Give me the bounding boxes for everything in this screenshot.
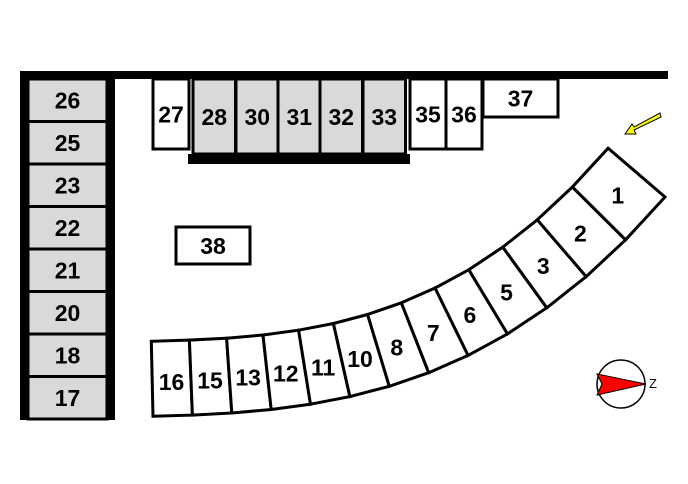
left-wall	[20, 71, 28, 420]
parking-space-26: 26	[26, 77, 109, 123]
space-label: 26	[55, 88, 81, 114]
parking-space-10: 10	[331, 312, 392, 399]
space-label: 20	[55, 300, 81, 326]
space-label: 35	[415, 101, 441, 127]
space-label: 38	[200, 233, 226, 259]
space-label: 25	[55, 130, 81, 156]
parking-space-20: 20	[26, 290, 109, 336]
space-label: 36	[451, 101, 477, 127]
space-label: 11	[311, 354, 336, 380]
entrance-arrow-icon	[624, 112, 662, 135]
parking-space-38: 38	[174, 225, 252, 266]
compass-label: Z	[649, 376, 657, 391]
parking-space-12: 12	[261, 328, 313, 412]
space-label: 18	[55, 343, 81, 369]
space-label: 5	[500, 280, 513, 306]
parking-space-30: 30	[234, 77, 280, 156]
parking-space-21: 21	[26, 247, 109, 293]
parking-space-28: 28	[191, 77, 237, 156]
parking-space-13: 13	[225, 333, 273, 415]
space-label: 12	[273, 360, 299, 386]
parking-space-23: 23	[26, 162, 109, 208]
space-label: 30	[244, 104, 270, 130]
parking-space-15: 15	[187, 336, 234, 417]
space-label: 7	[427, 320, 440, 346]
space-label: 10	[347, 346, 373, 372]
parking-space-32: 32	[318, 77, 364, 156]
space-label: 13	[235, 365, 261, 391]
space-label: 27	[158, 101, 184, 127]
parking-space-33: 33	[361, 77, 407, 156]
parking-space-37: 37	[481, 77, 560, 119]
parking-space-27: 27	[151, 77, 191, 151]
center-parking-space: 38	[174, 225, 252, 266]
parking-space-1: 1	[570, 146, 668, 242]
parking-space-31: 31	[276, 77, 322, 156]
parking-space-35: 35	[408, 77, 448, 151]
space-label: 37	[508, 85, 534, 111]
space-label: 16	[159, 369, 185, 395]
parking-space-36: 36	[444, 77, 484, 151]
parking-space-17: 17	[26, 375, 109, 421]
space-label: 22	[55, 215, 81, 241]
space-label: 21	[55, 258, 81, 284]
top-parking-row: 27 28 30 31 32 33 35 36 37	[151, 77, 560, 156]
parking-space-18: 18	[26, 332, 109, 378]
left-parking-row: 26 25 23 22 21 20 18 17	[26, 77, 109, 421]
space-label: 33	[371, 104, 397, 130]
space-label: 32	[328, 104, 354, 130]
space-label: 6	[463, 302, 476, 328]
space-label: 17	[55, 385, 81, 411]
parking-space-25: 25	[26, 120, 109, 166]
space-label: 23	[55, 173, 81, 199]
space-label: 31	[286, 104, 312, 130]
top-row-base-bar	[188, 154, 410, 164]
parking-space-22: 22	[26, 205, 109, 251]
space-label: 2	[574, 221, 587, 247]
space-label: 8	[390, 335, 403, 361]
compass-icon: Z	[596, 359, 657, 409]
space-label: 3	[537, 253, 550, 279]
space-label: 28	[201, 104, 227, 130]
top-wall	[20, 71, 668, 79]
space-label: 1	[611, 183, 624, 209]
left-block-inner-edge	[107, 71, 115, 420]
parking-space-16: 16	[149, 338, 194, 418]
space-label: 15	[197, 367, 223, 393]
